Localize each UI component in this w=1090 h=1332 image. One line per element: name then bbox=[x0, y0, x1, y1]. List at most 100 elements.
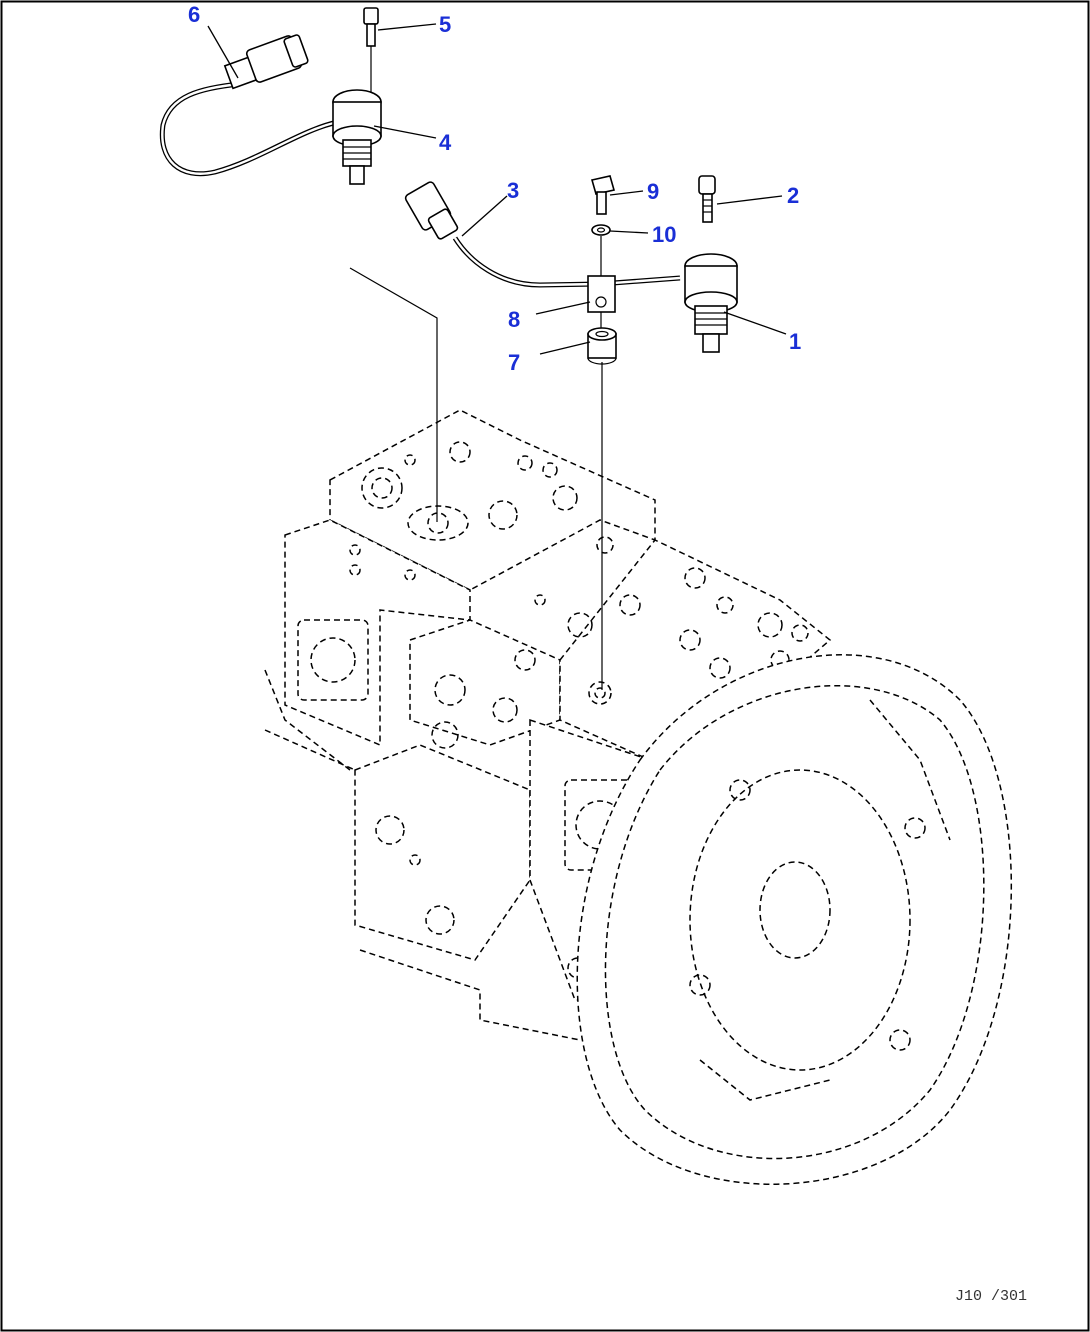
callout-2: 2 bbox=[787, 183, 799, 208]
screw-2-shank bbox=[702, 193, 713, 223]
callout-8: 8 bbox=[508, 307, 520, 332]
callout-7: 7 bbox=[508, 350, 520, 375]
harness-cable-6-core bbox=[161, 82, 339, 175]
housing-bolt-3 bbox=[689, 974, 711, 996]
callout-10: 10 bbox=[652, 222, 676, 247]
callout-9: 9 bbox=[647, 179, 659, 204]
sensor-port-7-bore bbox=[594, 687, 606, 699]
top-port-22 bbox=[534, 594, 546, 606]
front-port-2 bbox=[431, 721, 459, 749]
top-port-13 bbox=[716, 596, 734, 614]
top-port-4 bbox=[488, 500, 518, 530]
pump-base-edge bbox=[359, 949, 581, 1041]
bolt-9-head bbox=[590, 175, 616, 195]
drawing-code: J10 /301 bbox=[955, 1288, 1027, 1305]
top-port-6 bbox=[517, 455, 533, 471]
housing-bolt-1 bbox=[904, 817, 926, 839]
valve-port-left-bore bbox=[310, 637, 356, 683]
screw-5-head bbox=[363, 7, 379, 25]
leader-10 bbox=[609, 230, 649, 234]
clamp-8-hole bbox=[595, 296, 607, 308]
spacer-7-bore bbox=[595, 330, 609, 338]
valve-port-left bbox=[297, 619, 369, 701]
pressure-sensor-1 bbox=[684, 253, 738, 353]
flywheel-web-2 bbox=[869, 699, 951, 841]
pressure-sensor-4 bbox=[332, 89, 382, 185]
top-port-9 bbox=[596, 536, 614, 554]
washer-10-bore bbox=[596, 227, 606, 233]
pump-body-left bbox=[354, 744, 531, 961]
connector-3-boot bbox=[427, 208, 459, 240]
sensor-1-tip bbox=[702, 333, 720, 353]
pump-assembly bbox=[264, 409, 1012, 1185]
connector-6-latch bbox=[283, 34, 309, 68]
bolt-9-shank bbox=[596, 191, 607, 215]
pump-left-edge bbox=[264, 669, 351, 771]
top-port-3 bbox=[449, 441, 471, 463]
top-port-15 bbox=[791, 624, 809, 642]
top-port-16 bbox=[679, 629, 701, 651]
spacer-7-top bbox=[587, 327, 617, 341]
screw-2 bbox=[698, 175, 716, 223]
top-port-2-bore bbox=[427, 512, 449, 534]
screw-5 bbox=[363, 7, 379, 92]
clamp-8 bbox=[587, 275, 616, 313]
pump-port-1 bbox=[375, 815, 405, 845]
top-port-20 bbox=[349, 564, 361, 576]
top-port-7 bbox=[542, 462, 558, 478]
leader-4 bbox=[373, 125, 437, 139]
sensor-harness-3 bbox=[404, 181, 681, 288]
callout-3: 3 bbox=[507, 178, 519, 203]
sensor-harness-6 bbox=[159, 34, 339, 177]
top-port-12 bbox=[684, 567, 706, 589]
leader-9 bbox=[609, 190, 644, 196]
screw-2-head bbox=[698, 175, 716, 195]
leader-6 bbox=[207, 25, 239, 79]
leader-5 bbox=[377, 23, 437, 31]
housing-bolt-2 bbox=[729, 779, 751, 801]
top-port-10 bbox=[619, 594, 641, 616]
flywheel-hub bbox=[759, 861, 831, 959]
flywheel-face bbox=[689, 769, 911, 1071]
bolt-9 bbox=[590, 175, 616, 215]
front-port-1 bbox=[434, 674, 466, 706]
top-port-17 bbox=[709, 657, 731, 679]
top-port-8 bbox=[404, 454, 416, 466]
leader-3 bbox=[461, 195, 508, 237]
callout-1: 1 bbox=[789, 329, 801, 354]
front-port-3 bbox=[492, 697, 518, 723]
screw-5-shank bbox=[366, 23, 376, 47]
flywheel-web-1 bbox=[699, 1059, 831, 1101]
spacer-7 bbox=[587, 327, 617, 365]
housing-bolt-4 bbox=[889, 1029, 911, 1051]
sensor-4-tip bbox=[349, 165, 365, 185]
flywheel-housing-rim bbox=[604, 685, 985, 1160]
top-port-23 bbox=[514, 649, 536, 671]
leader-7 bbox=[539, 341, 591, 355]
harness-cable-3 bbox=[452, 236, 681, 288]
top-port-11 bbox=[567, 612, 593, 638]
top-port-1-bore bbox=[371, 477, 393, 499]
pump-left-edge-2 bbox=[264, 729, 356, 771]
pump-port-2 bbox=[425, 905, 455, 935]
clamp-8-body bbox=[587, 275, 616, 313]
harness-cable-3-core bbox=[453, 237, 681, 287]
top-port-19 bbox=[349, 544, 361, 556]
reference-leader bbox=[349, 267, 438, 522]
valve-block-left bbox=[284, 519, 471, 747]
leader-8 bbox=[535, 301, 591, 315]
leader-1 bbox=[723, 311, 787, 335]
leader-2 bbox=[716, 195, 783, 205]
callout-5: 5 bbox=[439, 12, 451, 37]
callout-6: 6 bbox=[188, 2, 200, 27]
washer-10 bbox=[591, 224, 611, 236]
top-port-1 bbox=[361, 467, 403, 509]
pump-port-3 bbox=[409, 854, 421, 866]
top-port-21 bbox=[404, 569, 416, 581]
top-port-2 bbox=[407, 505, 469, 541]
top-port-14 bbox=[757, 612, 783, 638]
sensor-1-thread bbox=[694, 305, 728, 335]
